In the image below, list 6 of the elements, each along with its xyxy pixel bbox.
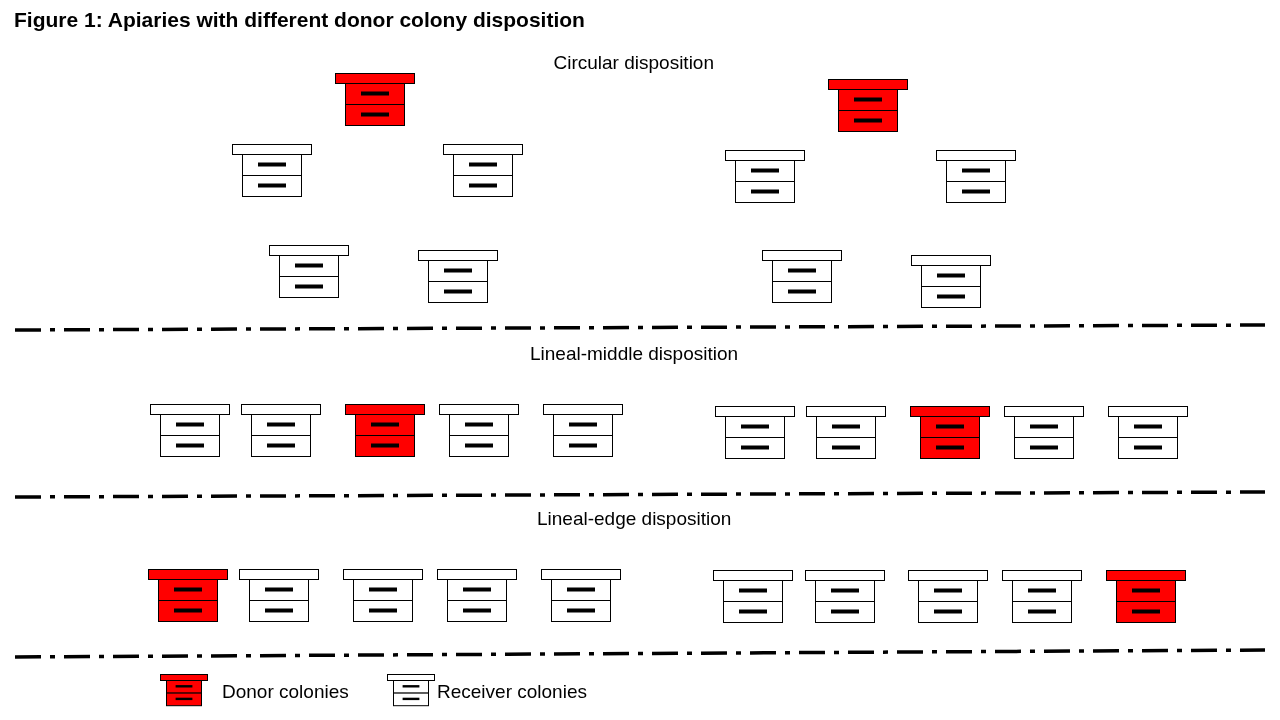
legend-label: Donor colonies — [222, 681, 349, 703]
section-heading: Lineal-edge disposition — [537, 508, 732, 530]
section-heading: Circular disposition — [553, 52, 714, 74]
section-heading: Lineal-middle disposition — [530, 343, 739, 365]
figure-title: Figure 1: Apiaries with different donor colony disposition — [14, 8, 585, 32]
legend-label: Receiver colonies — [437, 681, 587, 703]
